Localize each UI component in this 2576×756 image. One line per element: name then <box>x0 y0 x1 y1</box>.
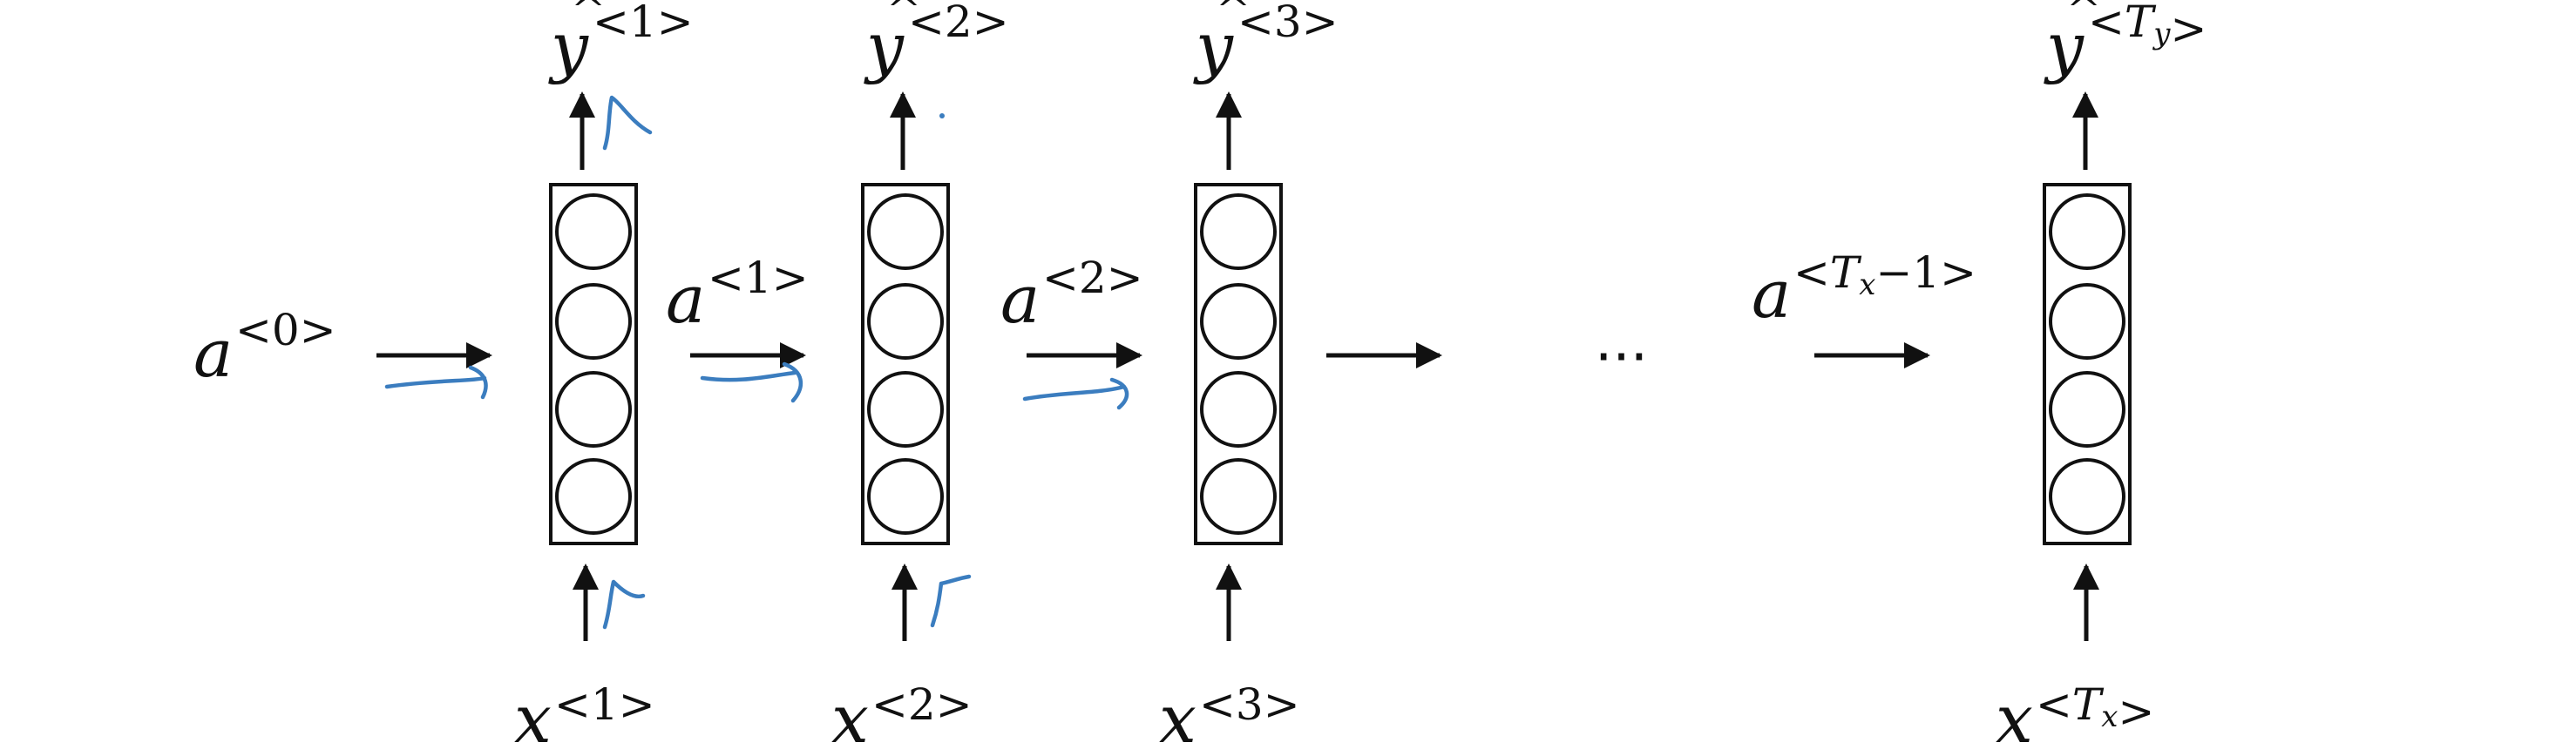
input-label-1: x <1> <box>514 679 655 756</box>
input-label-base: x <box>1159 680 1196 756</box>
rnn-cell-2 <box>861 183 950 545</box>
input-label-superscript: <Tx> <box>2036 679 2154 737</box>
hidden-unit <box>1200 283 1277 360</box>
hidden-unit <box>555 283 632 360</box>
input-label-base: x <box>831 680 869 756</box>
pen-arrow-forward <box>1022 377 1129 410</box>
hidden-unit <box>867 193 944 270</box>
activation-label-2: a <2> <box>1000 253 1143 338</box>
hidden-unit <box>2049 193 2125 270</box>
activation-label-base: a <box>193 314 233 392</box>
output-label-superscript: <3> <box>1237 0 1339 47</box>
hidden-unit <box>1200 458 1277 535</box>
activation-label-last: a <Tx−1> <box>1752 247 1976 333</box>
output-label-base: y <box>1193 8 1234 85</box>
rnn-cell-4 <box>2043 183 2132 545</box>
pen-arrow-up <box>602 95 653 151</box>
hidden-unit <box>1200 371 1277 448</box>
input-label-4: x <Tx> <box>1996 679 2154 756</box>
hidden-unit <box>867 283 944 360</box>
hidden-unit <box>2049 371 2125 448</box>
ellipsis: ··· <box>1595 326 1648 390</box>
hat-glyph: ^ <box>571 0 606 35</box>
pen-annotations <box>384 95 1129 630</box>
hidden-unit <box>867 371 944 448</box>
rnn-cell-3 <box>1194 183 1283 545</box>
activation-label-1: a <1> <box>666 253 809 338</box>
input-label-superscript: <1> <box>554 679 655 730</box>
activation-label-base: a <box>1000 260 1040 338</box>
hidden-unit <box>2049 283 2125 360</box>
input-label-3: x <3> <box>1159 679 1300 756</box>
output-label-superscript: <Ty> <box>2088 0 2207 54</box>
activation-label-0: a <0> <box>193 305 336 392</box>
pen-arrow-forward <box>700 361 803 403</box>
input-label-base: x <box>514 680 552 756</box>
activation-label-superscript: <1> <box>708 253 809 303</box>
hat-glyph: ^ <box>886 0 921 35</box>
rnn-cell-1 <box>549 183 638 545</box>
hidden-unit <box>555 193 632 270</box>
output-label-superscript: <1> <box>593 0 694 47</box>
output-label-base: y <box>864 8 905 85</box>
output-label-base: y <box>2044 8 2085 85</box>
activation-label-superscript: <0> <box>235 305 336 355</box>
hidden-unit <box>555 371 632 448</box>
output-label-2: y ^ <2> <box>864 0 1009 85</box>
pen-arrow-up <box>602 579 646 630</box>
output-label-1: y ^ <1> <box>548 0 694 85</box>
activation-label-base: a <box>666 260 705 338</box>
hidden-unit <box>1200 193 1277 270</box>
output-label-base: y <box>548 8 589 85</box>
input-label-superscript: <3> <box>1199 679 1300 730</box>
activation-label-base: a <box>1752 255 1791 333</box>
output-label-superscript: <2> <box>908 0 1009 47</box>
activation-label-superscript: <Tx−1> <box>1793 247 1976 302</box>
activation-label-superscript: <2> <box>1042 253 1143 303</box>
hat-glyph: ^ <box>1216 0 1251 35</box>
hat-glyph: ^ <box>2066 0 2101 35</box>
hidden-unit <box>867 458 944 535</box>
output-label-3: y ^ <3> <box>1193 0 1339 85</box>
input-label-2: x <2> <box>831 679 973 756</box>
pen-dot <box>939 113 945 118</box>
output-label-4: y ^ <Ty> <box>2044 0 2207 85</box>
hidden-unit <box>2049 458 2125 535</box>
pen-arrow-forward <box>384 365 488 400</box>
input-label-base: x <box>1996 680 2033 756</box>
input-label-superscript: <2> <box>871 679 973 730</box>
pen-arrow-up <box>930 574 972 628</box>
hidden-unit <box>555 458 632 535</box>
